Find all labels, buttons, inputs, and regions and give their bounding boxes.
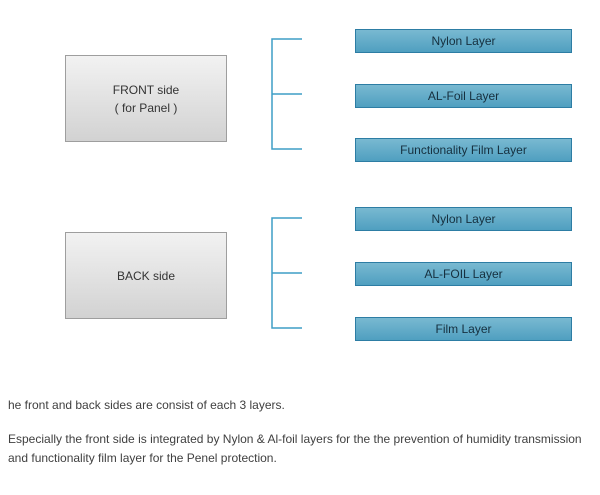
back-layer-nylon: Nylon Layer (355, 207, 572, 231)
front-side-sublabel: ( for Panel ) (114, 100, 178, 115)
front-side-box: FRONT side ( for Panel ) (65, 55, 227, 142)
front-layer-functionality-film: Functionality Film Layer (355, 138, 572, 162)
note-layers-summary: he front and back sides are consist of e… (8, 398, 285, 412)
note-front-side-detail: Especially the front side is integrated … (8, 432, 582, 465)
back-side-box: BACK side (65, 232, 227, 319)
front-layer-al-foil: AL-Foil Layer (355, 84, 572, 108)
front-bracket-connector (271, 38, 302, 150)
back-bracket-connector (271, 217, 302, 329)
back-side-label: BACK side (116, 268, 176, 283)
back-layer-al-foil: AL-FOIL Layer (355, 262, 572, 286)
back-layer-film: Film Layer (355, 317, 572, 341)
front-side-label: FRONT side (112, 82, 180, 97)
front-layer-nylon: Nylon Layer (355, 29, 572, 53)
